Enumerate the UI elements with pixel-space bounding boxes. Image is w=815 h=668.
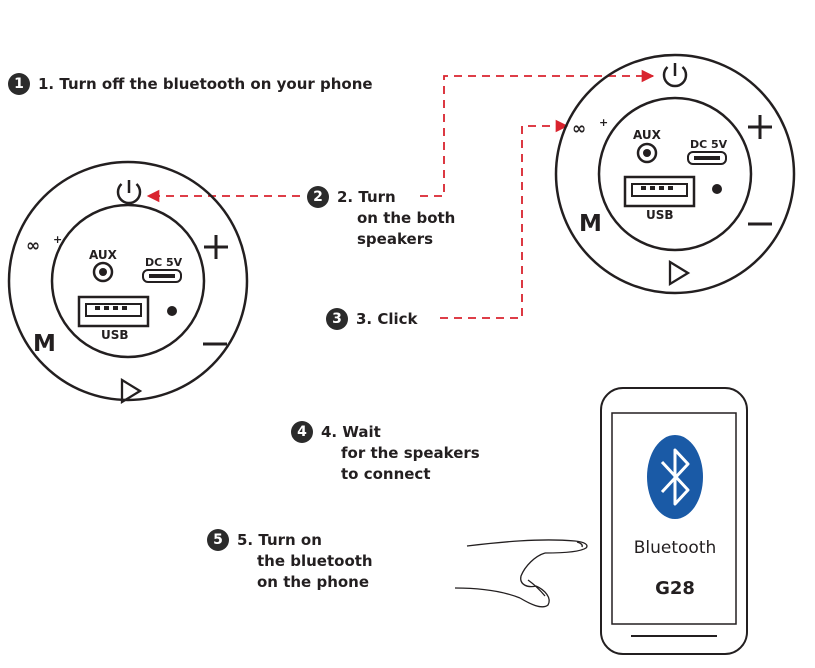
svg-text:+: + bbox=[53, 233, 62, 246]
connector-lines bbox=[146, 69, 655, 319]
svg-text:∞: ∞ bbox=[572, 119, 586, 139]
play-icon[interactable] bbox=[120, 377, 143, 405]
plus-icon[interactable] bbox=[748, 115, 772, 139]
speaker-right: ∞ + M AUX DC 5V USB bbox=[554, 53, 796, 295]
usb-port[interactable] bbox=[77, 295, 150, 328]
plus-icon[interactable] bbox=[204, 235, 228, 259]
phone: Bluetooth G28 bbox=[600, 387, 748, 655]
step-5: 5 5. Turn on the bluetooth on the phone bbox=[207, 529, 373, 593]
phone-device-name[interactable]: G28 bbox=[655, 578, 695, 599]
step-3-number: 3 bbox=[326, 308, 348, 330]
mode-button-label[interactable]: M bbox=[33, 331, 56, 357]
power-icon[interactable] bbox=[662, 63, 688, 88]
bluetooth-icon bbox=[647, 435, 703, 519]
dc-label: DC 5V bbox=[690, 138, 728, 151]
usb-label: USB bbox=[101, 328, 129, 342]
connector-to-right-tws bbox=[440, 119, 569, 319]
step-2: 2 2. Turn on the both speakers bbox=[307, 186, 456, 250]
aux-label: AUX bbox=[633, 128, 662, 142]
tws-link-icon[interactable]: ∞ + bbox=[26, 233, 62, 256]
aux-jack[interactable] bbox=[92, 261, 114, 283]
step-1: 1 1. Turn off the bluetooth on your phon… bbox=[8, 73, 373, 95]
power-icon[interactable] bbox=[116, 180, 142, 205]
connector-to-right-power bbox=[420, 69, 655, 197]
step-1-number: 1 bbox=[8, 73, 30, 95]
step-5-text: 5. Turn on the bluetooth on the phone bbox=[237, 531, 373, 591]
step-2-number: 2 bbox=[307, 186, 329, 208]
speaker-left: ∞ + M AUX DC 5V USB bbox=[7, 160, 249, 405]
svg-text:+: + bbox=[599, 116, 608, 129]
step-5-number: 5 bbox=[207, 529, 229, 551]
step-3-text: 3. Click bbox=[356, 310, 418, 328]
usb-label: USB bbox=[646, 208, 674, 222]
dc-port[interactable] bbox=[142, 269, 182, 283]
svg-text:∞: ∞ bbox=[26, 236, 40, 256]
mode-button-label[interactable]: M bbox=[579, 211, 602, 237]
step-2-text: 2. Turn on the both speakers bbox=[337, 188, 456, 248]
aux-label: AUX bbox=[89, 248, 118, 262]
phone-bluetooth-label: Bluetooth bbox=[634, 538, 717, 558]
mic-hole bbox=[167, 306, 177, 316]
dc-label: DC 5V bbox=[145, 256, 183, 269]
step-4-number: 4 bbox=[291, 421, 313, 443]
mic-hole bbox=[712, 184, 722, 194]
dc-port[interactable] bbox=[687, 151, 727, 165]
step-3: 3 3. Click bbox=[326, 308, 418, 330]
aux-jack[interactable] bbox=[636, 142, 658, 164]
step-1-text: 1. Turn off the bluetooth on your phone bbox=[38, 75, 373, 93]
usb-port[interactable] bbox=[623, 175, 696, 208]
tws-link-icon[interactable]: ∞ + bbox=[572, 116, 608, 139]
step-4-text: 4. Wait for the speakers to connect bbox=[321, 423, 480, 483]
hand-illustration bbox=[454, 539, 588, 608]
step-4: 4 4. Wait for the speakers to connect bbox=[291, 421, 480, 485]
play-icon[interactable] bbox=[668, 259, 691, 287]
